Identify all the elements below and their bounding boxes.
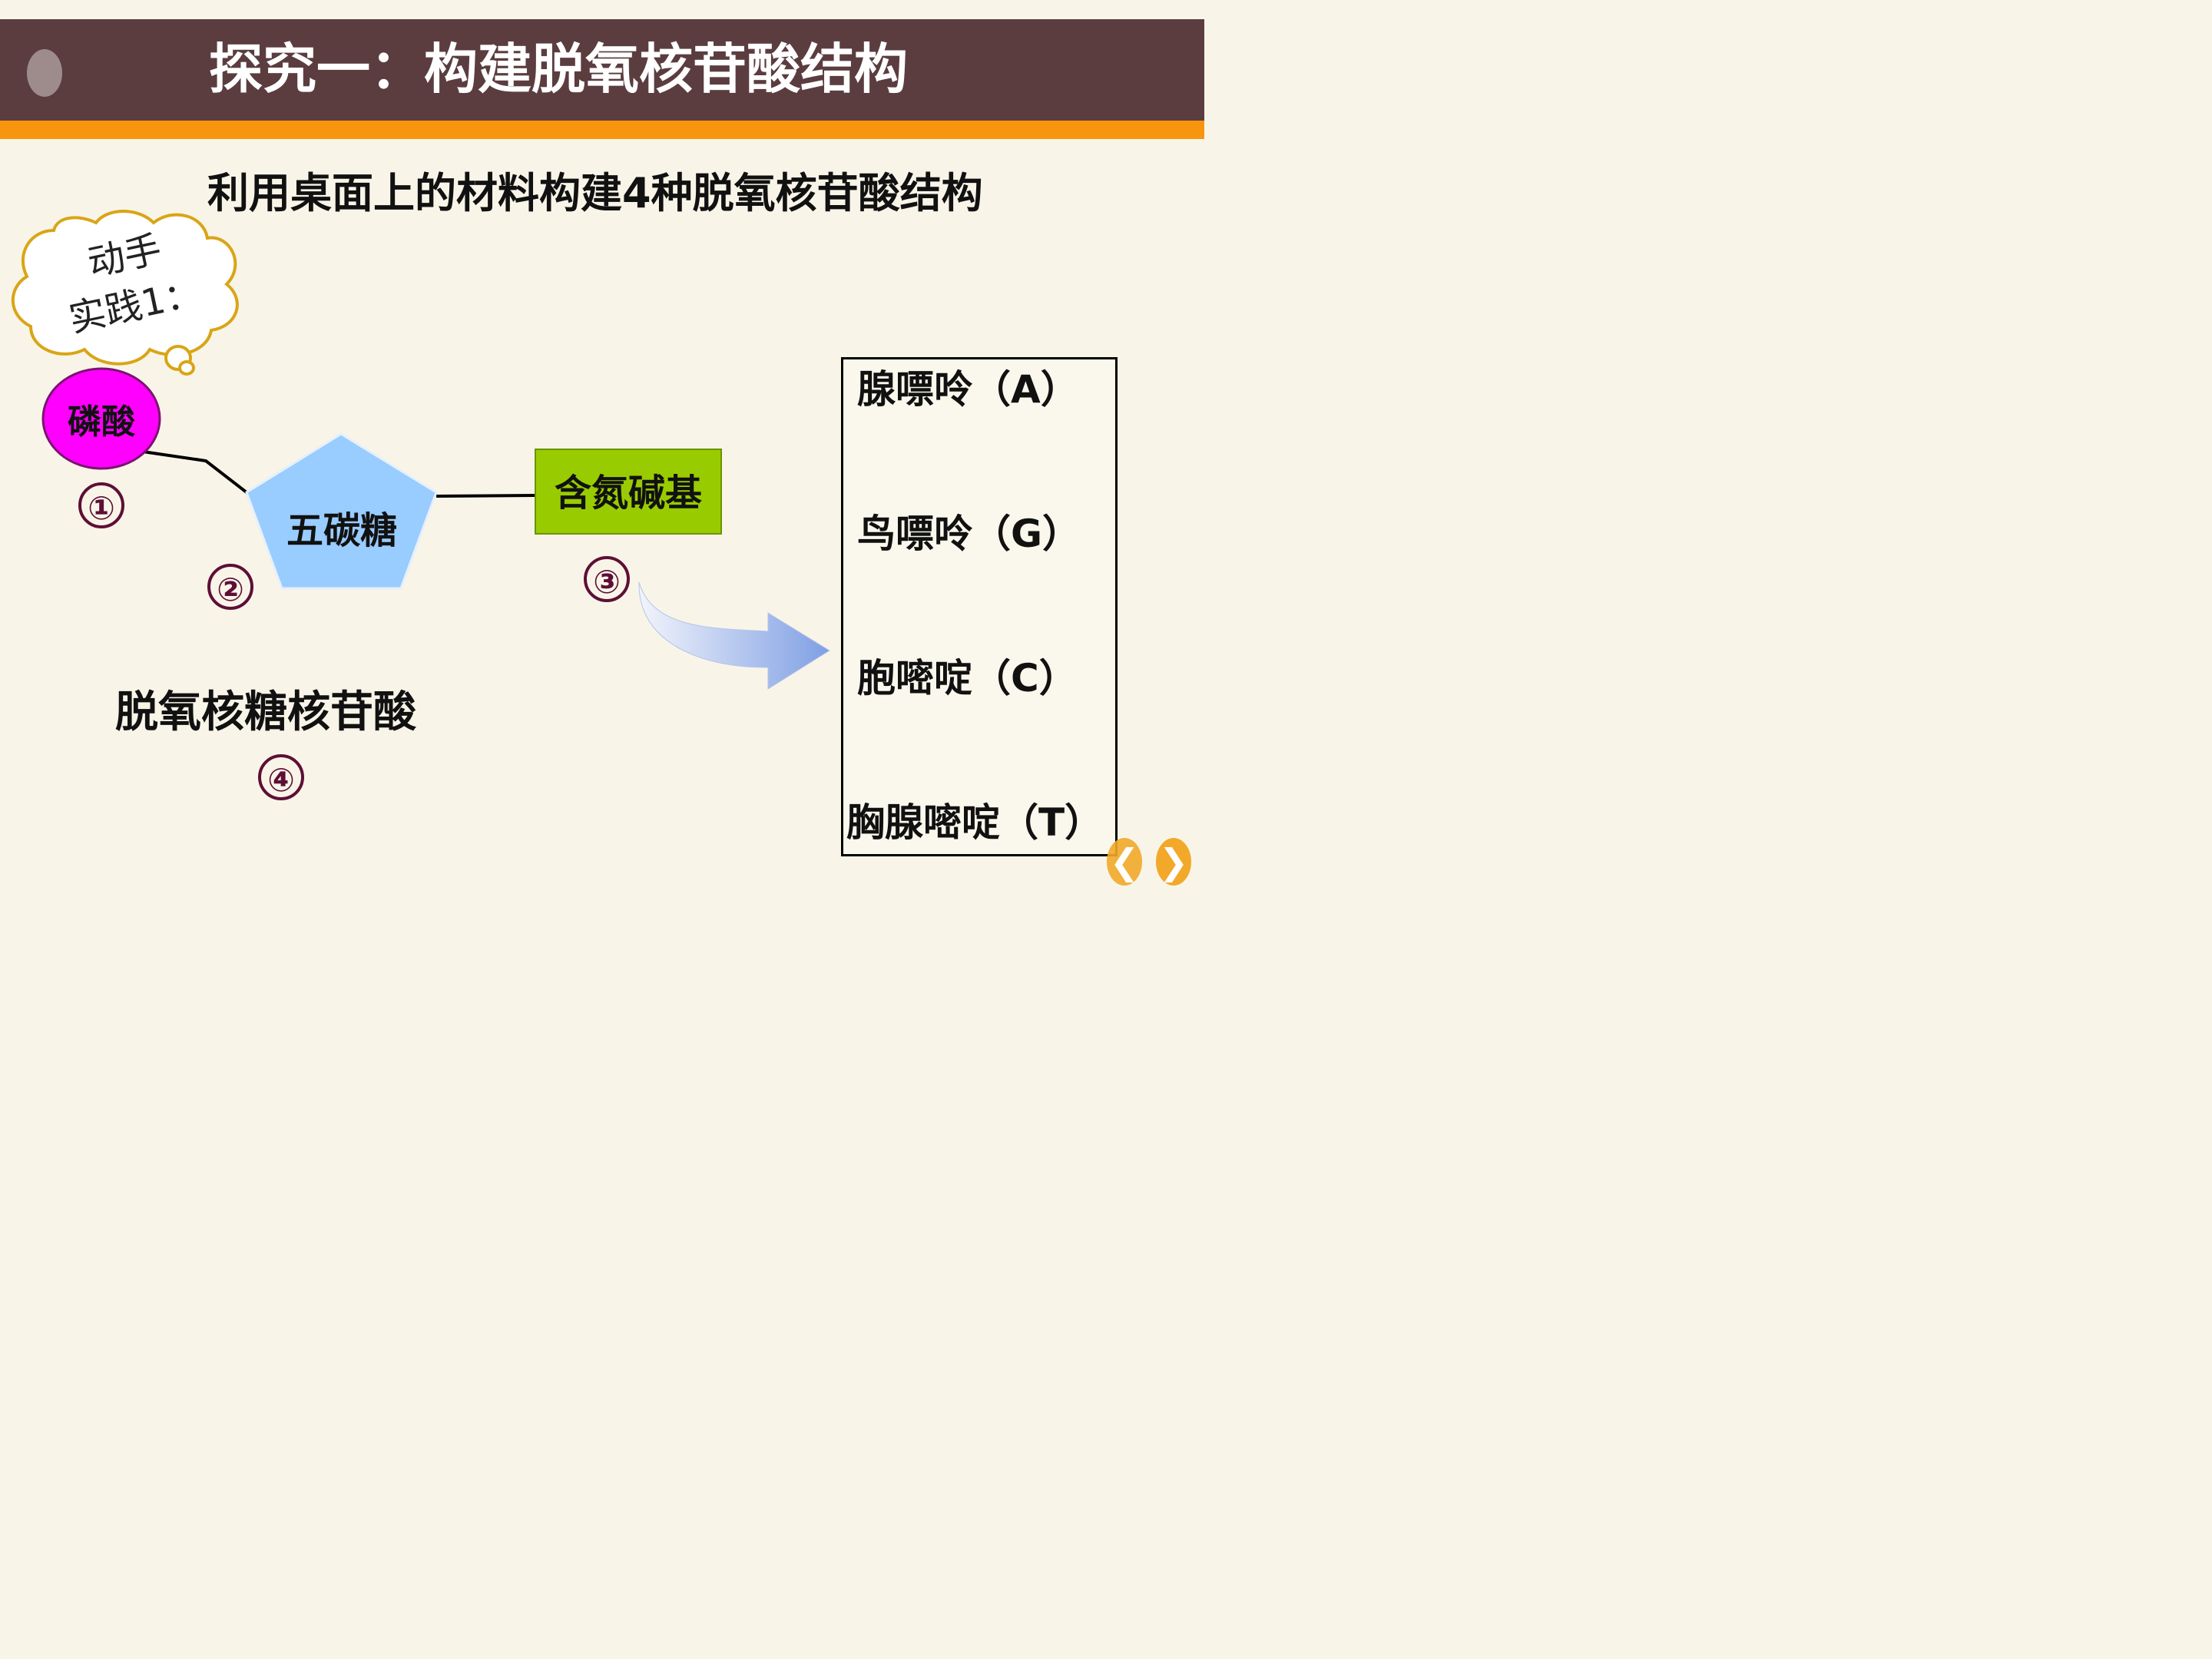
number-2: ② [207,564,253,610]
sugar-base-bond [435,494,537,498]
base-item-cytosine: 胞嘧啶（C） [857,656,1078,700]
base-item-adenine: 腺嘌呤（A） [857,367,1079,412]
title-bar [0,19,1204,121]
instruction-text: 利用桌面上的材料构建4种脱氧核苷酸结构 [207,169,983,217]
base-item-thymine: 胸腺嘧啶（T） [846,800,1104,845]
number-4: ④ [258,754,304,800]
nucleotide-diagram [11,210,830,690]
number-1: ① [78,482,124,528]
thought-cloud [11,210,239,376]
next-slide-button[interactable]: ❯ [1156,838,1191,886]
phosphate-label: 磷酸 [68,402,135,442]
base-box [535,449,722,535]
bases-list-box [841,357,1118,856]
phosphate-ellipse [41,367,161,470]
phosphate-sugar-bond [142,450,255,499]
curved-arrow [638,581,830,690]
title-bullet-dot [27,49,62,97]
product-label: 脱氧核糖核苷酸 [115,687,416,737]
base-item-guanine: 鸟嘌呤（G） [857,512,1081,556]
slide-title: 探究一：构建脱氧核苷酸结构 [209,38,908,101]
cloud-shape [11,210,239,366]
cloud-bubble-small [178,360,195,376]
prev-slide-button[interactable]: ❮ [1107,838,1142,886]
number-3: ③ [584,556,630,602]
base-label: 含氮碱基 [554,472,702,515]
sugar-pentagon [245,432,438,590]
sugar-label: 五碳糖 [286,509,397,552]
title-accent-stripe [0,121,1204,139]
